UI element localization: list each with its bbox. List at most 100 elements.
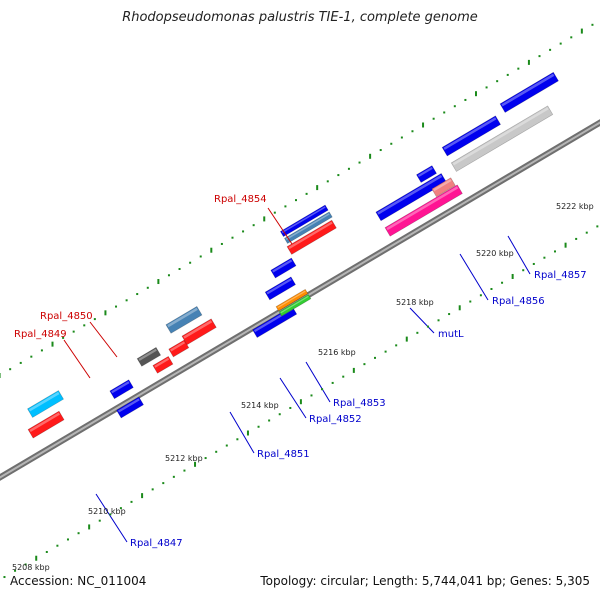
leader-line xyxy=(409,307,435,334)
feature-green-body xyxy=(278,294,312,317)
feature-blue-body xyxy=(375,173,447,222)
feature-gray-shine xyxy=(138,348,157,361)
scale-label: 5216 kbp xyxy=(318,348,356,357)
feature-blue[interactable] xyxy=(279,204,329,238)
feature-blue-body xyxy=(416,165,437,183)
scale-label: 5218 kbp xyxy=(396,298,434,307)
feature-gray[interactable] xyxy=(136,346,162,367)
gene-label[interactable]: Rpal_4850 xyxy=(40,311,93,322)
feature-blue[interactable] xyxy=(109,379,134,400)
feature-blue-body xyxy=(116,396,144,419)
feature-blue-body xyxy=(109,379,134,400)
feature-steelblue[interactable] xyxy=(165,305,203,334)
feature-blue[interactable] xyxy=(416,165,437,183)
feature-lightgray-body xyxy=(450,105,554,172)
feature-red-shine xyxy=(288,221,333,249)
feature-green[interactable] xyxy=(278,294,312,317)
feature-blue-body xyxy=(252,305,298,338)
feature-red[interactable] xyxy=(286,219,337,255)
feature-orange-body xyxy=(275,288,309,312)
feature-blue-shine xyxy=(111,381,130,394)
feature-orange-shine xyxy=(277,290,306,309)
feature-salmon-body xyxy=(431,177,456,198)
scale-label: 5220 kbp xyxy=(476,249,514,258)
feature-lightgray-shine xyxy=(452,107,549,166)
feature-blue-shine xyxy=(117,398,140,413)
feature-green-shine xyxy=(280,295,309,314)
leader-line xyxy=(89,321,118,358)
feature-steelblue-body xyxy=(165,305,203,334)
feature-blue-body xyxy=(264,276,296,301)
feature-steelblue[interactable] xyxy=(284,211,333,244)
feature-blue-shine xyxy=(501,73,555,107)
scale-label: 5214 kbp xyxy=(241,401,279,410)
feature-blue[interactable] xyxy=(270,257,297,279)
feature-lightgray[interactable] xyxy=(450,105,554,172)
feature-blue[interactable] xyxy=(441,115,501,157)
gene-label[interactable]: mutL xyxy=(438,329,464,340)
feature-steelblue-shine xyxy=(285,213,330,240)
gene-label[interactable]: Rpal_4849 xyxy=(14,329,67,340)
gene-label[interactable]: Rpal_4852 xyxy=(309,414,362,425)
feature-steelblue-body xyxy=(284,211,333,244)
feature-blue[interactable] xyxy=(499,71,559,113)
feature-blue-body xyxy=(499,71,559,113)
feature-blue-shine xyxy=(417,166,433,178)
feature-pink-shine xyxy=(386,186,459,231)
map-title: Rhodopseudomonas palustris TIE-1, comple… xyxy=(122,10,478,25)
feature-red[interactable] xyxy=(181,318,217,346)
feature-red-body xyxy=(286,219,337,255)
leader-line xyxy=(507,235,531,275)
outer-tick-dots xyxy=(0,23,594,378)
scale-label: 5212 kbp xyxy=(165,454,203,463)
feature-red-shine xyxy=(170,341,186,352)
leader-line xyxy=(279,377,307,419)
feature-blue-shine xyxy=(281,206,326,234)
feature-blue[interactable] xyxy=(116,396,144,419)
feature-blue-body xyxy=(270,257,297,279)
feature-salmon-shine xyxy=(433,179,452,192)
gene-label[interactable]: Rpal_4847 xyxy=(130,538,183,549)
scale-label: 5208 kbp xyxy=(12,563,50,572)
leader-line xyxy=(63,339,91,379)
leader-line xyxy=(95,493,128,543)
topology-label: Topology: circular; Length: 5,744,041 bp… xyxy=(260,574,590,588)
accession-label: Accession: NC_011004 xyxy=(10,574,147,588)
feature-pink-body xyxy=(384,184,463,237)
feature-red[interactable] xyxy=(27,410,65,439)
feature-gray-body xyxy=(136,346,162,367)
feature-cyan-shine xyxy=(28,391,60,412)
leader-line xyxy=(267,207,293,245)
scale-ticks xyxy=(3,225,599,579)
gene-label[interactable]: Rpal_4857 xyxy=(534,270,587,281)
feature-blue-shine xyxy=(272,259,293,273)
leader-line xyxy=(305,361,331,403)
gene-features xyxy=(27,71,559,439)
feature-blue-body xyxy=(279,204,329,238)
feature-pink[interactable] xyxy=(384,184,463,237)
feature-orange[interactable] xyxy=(275,288,309,312)
gene-label[interactable]: Rpal_4854 xyxy=(214,194,267,205)
feature-blue-shine xyxy=(377,174,443,215)
feature-red-body xyxy=(152,355,174,374)
scale-label: 5210 kbp xyxy=(88,507,126,516)
leader-line xyxy=(459,253,489,301)
feature-red-body xyxy=(181,318,217,346)
feature-blue-shine xyxy=(266,278,292,295)
gene-label[interactable]: Rpal_4853 xyxy=(333,398,386,409)
feature-red-body xyxy=(27,410,65,439)
feature-blue-shine xyxy=(443,117,497,150)
feature-blue[interactable] xyxy=(264,276,296,301)
feature-salmon[interactable] xyxy=(431,177,456,198)
feature-red[interactable] xyxy=(152,355,174,374)
feature-red-shine xyxy=(29,412,60,432)
feature-cyan-body xyxy=(27,390,64,418)
gene-label[interactable]: Rpal_4856 xyxy=(492,296,545,307)
feature-red-shine xyxy=(183,320,213,339)
label-leaders xyxy=(63,207,531,543)
scale-label: 5222 kbp xyxy=(556,202,594,211)
gene-label[interactable]: Rpal_4851 xyxy=(257,449,310,460)
feature-blue[interactable] xyxy=(375,173,447,222)
feature-cyan[interactable] xyxy=(27,390,64,418)
